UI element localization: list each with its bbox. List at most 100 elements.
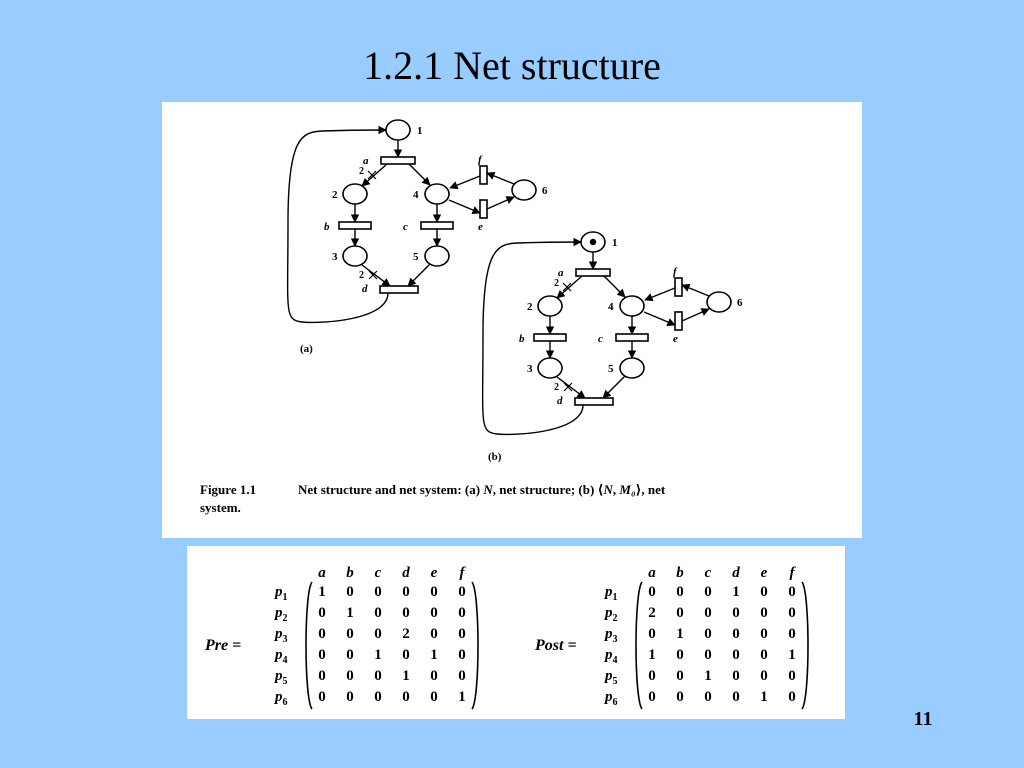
feedback-arc-a xyxy=(286,125,389,324)
arc-b-3 xyxy=(603,275,626,298)
place-b-2 xyxy=(537,295,563,317)
pre-matrix-label: Pre = xyxy=(204,637,241,654)
arc-b-8 xyxy=(556,376,586,399)
post-matrix-cell: 0 xyxy=(676,584,684,600)
pre-matrix-cell: 1 xyxy=(430,647,438,663)
post-matrix-cell: 0 xyxy=(704,689,712,705)
arc-b-9 xyxy=(602,375,626,399)
pre-matrix-cell: 0 xyxy=(318,668,326,684)
place-label-a-3: 3 xyxy=(332,251,338,263)
pre-matrix-cell: 0 xyxy=(458,668,466,684)
pre-matrix-cell: 0 xyxy=(430,668,438,684)
pre-matrix-cell: 0 xyxy=(402,647,410,663)
post-matrix-cell: 0 xyxy=(760,584,768,600)
pre-matrix-cell: 1 xyxy=(318,584,326,600)
post-matrix-cell: 1 xyxy=(788,647,796,663)
transition-b-d xyxy=(574,397,614,406)
place-b-4 xyxy=(619,295,645,317)
post-matrix-cell: 0 xyxy=(704,626,712,642)
arc-weight-mark-a-1 xyxy=(367,170,377,180)
arc-weight-b-2: 2 xyxy=(554,382,559,393)
post-matrix-cell: 2 xyxy=(648,605,656,621)
post-matrix-cell: 1 xyxy=(732,584,740,600)
post-matrix-row-p5: p5 xyxy=(603,668,618,687)
place-b-5 xyxy=(619,357,645,379)
transition-b-f xyxy=(674,277,683,297)
arc-b-12 xyxy=(681,283,710,297)
place-label-b-3: 3 xyxy=(527,363,533,375)
pre-matrix-row-p4: p4 xyxy=(273,647,288,666)
arc-a-10 xyxy=(448,199,481,214)
post-matrix-col-a: a xyxy=(648,565,656,581)
place-label-a-2: 2 xyxy=(332,189,338,201)
place-b-6 xyxy=(706,291,732,313)
subfigure-b-label: (b) xyxy=(488,451,502,463)
arc-weight-b-1: 2 xyxy=(554,278,559,289)
arc-b-10 xyxy=(643,311,676,326)
post-matrix-cell: 0 xyxy=(732,605,740,621)
place-label-b-6: 6 xyxy=(737,297,743,309)
post-matrix-cell: 0 xyxy=(704,647,712,663)
place-label-a-4: 4 xyxy=(413,189,419,201)
post-matrix-col-b: b xyxy=(676,565,684,581)
transition-a-e xyxy=(479,199,488,219)
post-matrix-cell: 0 xyxy=(648,668,656,684)
post-matrix-cell: 0 xyxy=(732,668,740,684)
post-matrix-cell: 0 xyxy=(788,668,796,684)
caption-line-1: Net structure and net system: (a) N, net… xyxy=(298,482,666,497)
pre-matrix-cell: 0 xyxy=(374,689,382,705)
place-label-a-6: 6 xyxy=(542,185,548,197)
post-matrix-cell: 0 xyxy=(732,689,740,705)
pre-matrix-bracket-right xyxy=(471,581,479,710)
pre-matrix-col-e: e xyxy=(431,565,438,581)
transition-a-f xyxy=(479,165,488,185)
pre-matrix-col-d: d xyxy=(402,565,410,581)
transition-label-b-c: c xyxy=(598,333,603,345)
post-matrix-col-c: c xyxy=(705,565,712,581)
arc-b-11 xyxy=(681,308,710,322)
arc-a-3 xyxy=(408,163,431,186)
pre-matrix-cell: 1 xyxy=(374,647,382,663)
arc-weight-a-2: 2 xyxy=(359,270,364,281)
pre-matrix-cell: 0 xyxy=(346,689,354,705)
pre-matrix-row-p2: p2 xyxy=(273,605,288,624)
transition-a-d xyxy=(379,285,419,294)
pre-matrix-cell: 2 xyxy=(402,626,410,642)
pre-matrix-col-a: a xyxy=(318,565,326,581)
transition-a-b xyxy=(338,221,372,230)
post-matrix-row-p2: p2 xyxy=(603,605,618,624)
arc-a-2 xyxy=(361,163,388,187)
arc-a-12 xyxy=(486,171,515,185)
post-matrix-cell: 0 xyxy=(676,647,684,663)
pre-matrix-cell: 1 xyxy=(402,668,410,684)
post-matrix-row-p1: p1 xyxy=(603,584,618,603)
post-matrix-col-e: e xyxy=(761,565,768,581)
post-matrix-cell: 0 xyxy=(704,605,712,621)
post-matrix-cell: 0 xyxy=(760,668,768,684)
pre-matrix-cell: 0 xyxy=(374,584,382,600)
post-matrix-col-d: d xyxy=(732,565,740,581)
arc-weight-mark-b-2 xyxy=(563,382,573,392)
caption-label: Figure 1.1 xyxy=(200,482,256,497)
arc-weight-a-1: 2 xyxy=(359,166,364,177)
transition-label-b-b: b xyxy=(519,333,525,345)
post-matrix-cell: 0 xyxy=(648,584,656,600)
post-matrix-row-p4: p4 xyxy=(603,647,618,666)
place-label-b-2: 2 xyxy=(527,301,533,313)
transition-b-b xyxy=(533,333,567,342)
pre-matrix-cell: 0 xyxy=(318,605,326,621)
transition-label-b-a: a xyxy=(558,267,564,279)
transition-label-b-f: f xyxy=(673,266,678,278)
pre-matrix-cell: 0 xyxy=(318,689,326,705)
place-b-3 xyxy=(537,357,563,379)
pre-matrix-cell: 0 xyxy=(318,647,326,663)
post-matrix-col-f: f xyxy=(790,565,797,581)
slide-title: 1.2.1 Net structure xyxy=(363,43,661,88)
place-a-2 xyxy=(342,183,368,205)
post-matrix-cell: 1 xyxy=(704,668,712,684)
pre-matrix-row-p1: p1 xyxy=(273,584,288,603)
arc-weight-mark-a-2 xyxy=(368,270,378,280)
pre-matrix-cell: 0 xyxy=(458,584,466,600)
